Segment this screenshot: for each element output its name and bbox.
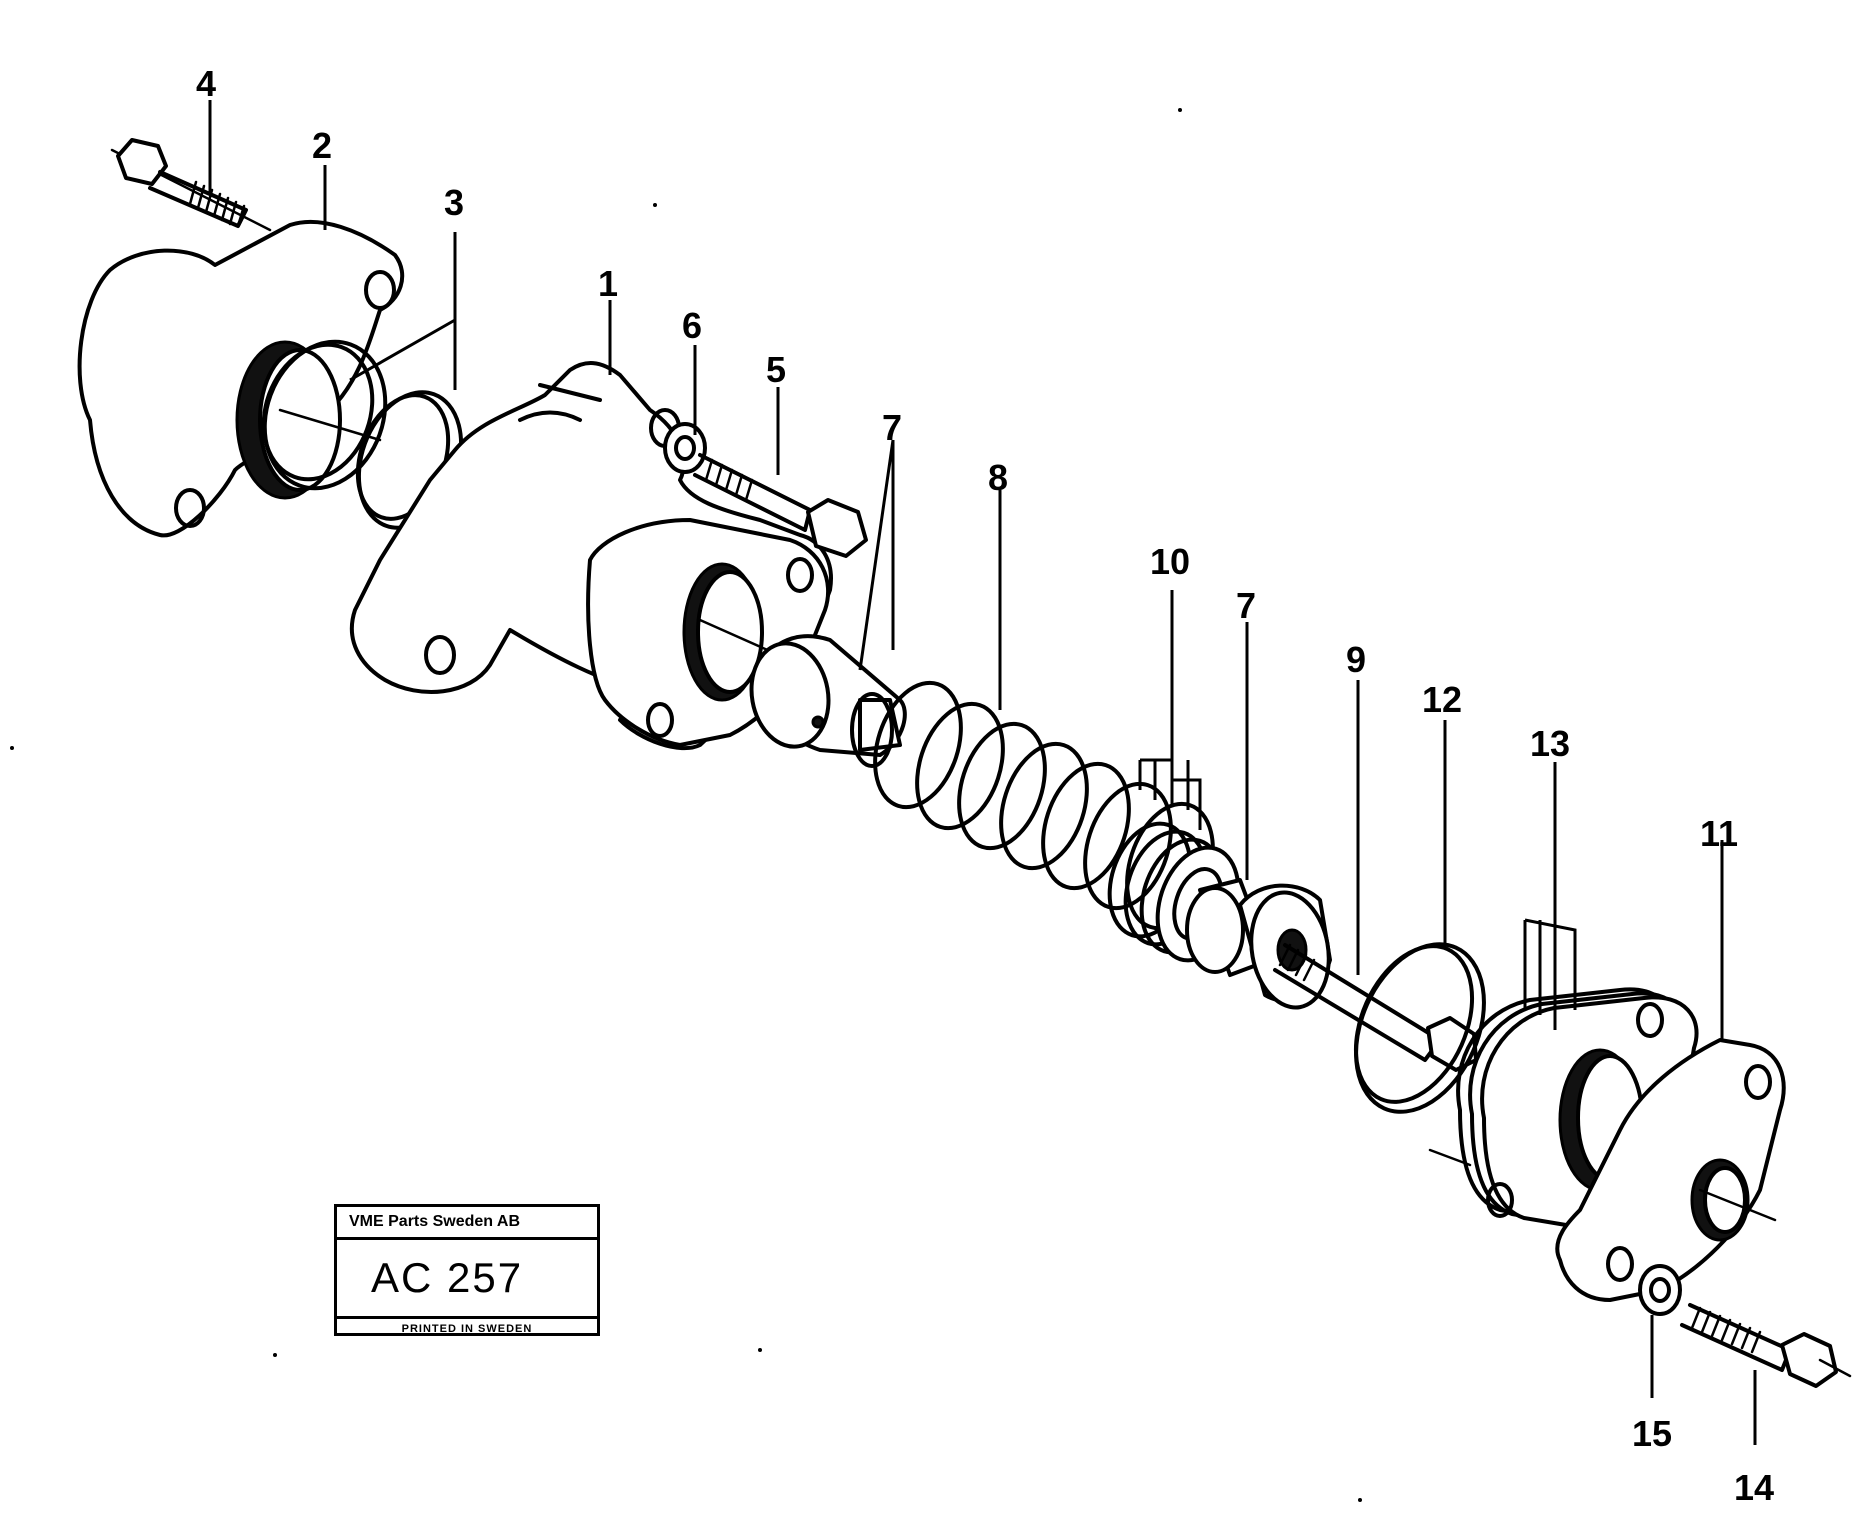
label-part-14: 14 bbox=[1734, 1467, 1774, 1508]
stamp-code: AC 257 bbox=[337, 1240, 597, 1319]
speck-marks bbox=[10, 108, 1362, 1502]
label-part-4: 4 bbox=[196, 63, 216, 104]
label-part-13: 13 bbox=[1530, 723, 1570, 764]
part-5-bolt bbox=[693, 453, 868, 558]
label-part-1: 1 bbox=[598, 263, 618, 304]
stamp-company: VME Parts Sweden AB bbox=[337, 1207, 597, 1240]
part-8-spring bbox=[873, 680, 1215, 931]
catalog-stamp: VME Parts Sweden AB AC 257 PRINTED IN SW… bbox=[334, 1204, 600, 1336]
part-labels: 4 2 3 1 6 5 7 8 10 7 9 12 13 11 15 14 bbox=[196, 63, 1774, 1508]
label-part-9: 9 bbox=[1346, 639, 1366, 680]
part-7-piston bbox=[749, 634, 907, 768]
part-15-washer bbox=[1638, 1264, 1682, 1316]
label-part-2: 2 bbox=[312, 125, 332, 166]
label-part-7a: 7 bbox=[882, 407, 902, 448]
part-11-end-cover bbox=[1555, 1038, 1786, 1302]
part-1-valve-housing bbox=[349, 361, 833, 751]
part-6-washer bbox=[663, 422, 707, 474]
label-part-8: 8 bbox=[988, 457, 1008, 498]
label-part-11: 11 bbox=[1700, 813, 1738, 854]
part-4-bolt bbox=[110, 138, 272, 232]
part-14-bolt bbox=[1680, 1303, 1852, 1388]
label-part-12: 12 bbox=[1422, 679, 1462, 720]
label-part-6: 6 bbox=[682, 305, 702, 346]
label-part-5: 5 bbox=[766, 349, 786, 390]
part-12-o-ring bbox=[1353, 942, 1486, 1114]
part-2-end-cover bbox=[77, 219, 405, 538]
label-part-7b: 7 bbox=[1236, 585, 1256, 626]
label-part-10: 10 bbox=[1150, 541, 1190, 582]
leader-lines bbox=[208, 100, 1757, 1445]
label-part-3: 3 bbox=[444, 182, 464, 223]
stamp-printed: PRINTED IN SWEDEN bbox=[401, 1323, 533, 1335]
label-part-15: 15 bbox=[1632, 1413, 1672, 1454]
